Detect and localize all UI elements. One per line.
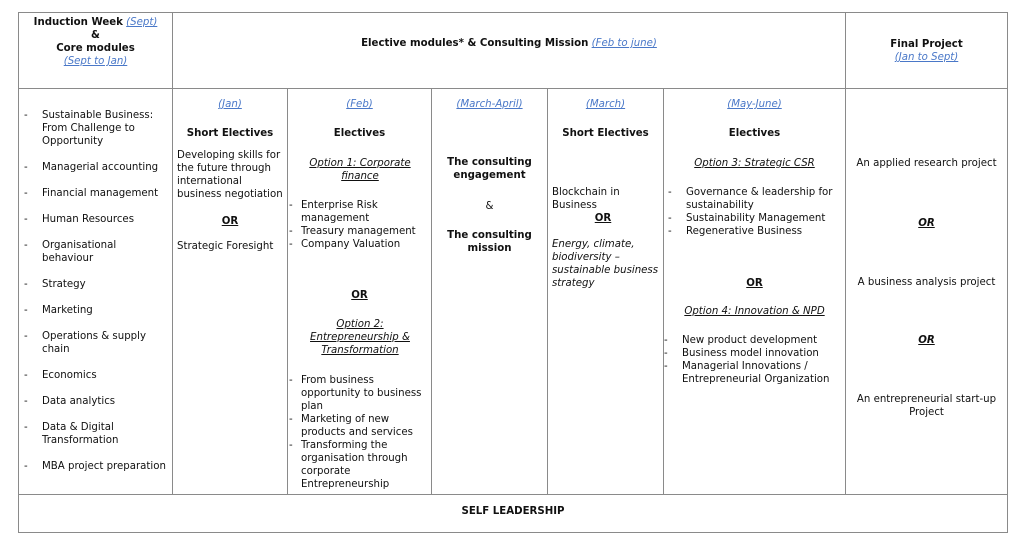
feb-or: OR (351, 290, 368, 301)
list-item: Company Valuation (289, 238, 424, 251)
consulting-mission: The consulting mission (447, 230, 532, 254)
header-elective: Elective modules* & Consulting Mission (… (172, 37, 846, 50)
list-item: Enterprise Risk management (289, 199, 424, 225)
list-item: Economics (20, 369, 170, 382)
final-or-1: OR (918, 218, 935, 229)
feb-option-1: Option 1: Corporate finance (309, 158, 411, 182)
final-period-link[interactable]: (Jan to Sept) (894, 52, 959, 63)
march-april-period[interactable]: (March-April) (456, 99, 523, 110)
core-period-link[interactable]: (Sept to Jan) (63, 56, 128, 67)
induction-period-link[interactable]: (Sept) (126, 17, 158, 28)
header-core: Induction Week (Sept) & Core modules (Se… (18, 16, 173, 68)
list-item: Organisational behaviour (20, 239, 170, 265)
list-item: Governance & leadership for sustainabili… (664, 186, 834, 212)
jan-item-2: Strategic Foresight (177, 241, 274, 252)
jan-item-1: Developing skills for the future through… (177, 150, 283, 200)
march-april-cell (431, 88, 548, 495)
list-item: Data analytics (20, 395, 170, 408)
list-item: From business opportunity to business pl… (289, 374, 429, 413)
consulting-amp: & (485, 201, 494, 212)
feb-title: Electives (333, 128, 386, 139)
jan-or: OR (221, 216, 239, 227)
list-item: Marketing (20, 304, 170, 317)
core-modules-label: Core modules (56, 43, 135, 54)
march-or: OR (594, 213, 612, 224)
induction-week-label: Induction Week (33, 17, 123, 28)
list-item: Transforming the organisation through co… (289, 439, 429, 491)
final-item-1: An applied research project (856, 158, 997, 169)
list-item: New product development (660, 334, 835, 347)
list-item: Data & Digital Transformation (20, 421, 170, 447)
list-item: Managerial accounting (20, 161, 170, 174)
list-item: Business model innovation (660, 347, 835, 360)
feb-option-2: Option 2: Entrepreneurship & Transformat… (310, 319, 410, 356)
list-item: Treasury management (289, 225, 424, 238)
may-june-option-4: Option 4: Innovation & NPD (684, 306, 825, 317)
list-item: Regenerative Business (664, 225, 834, 238)
list-item: Marketing of new products and services (289, 413, 429, 439)
list-item: Operations & supply chain (20, 330, 170, 356)
may-june-cell (663, 88, 846, 495)
jan-period[interactable]: (Jan) (218, 99, 242, 110)
may-june-option-3: Option 3: Strategic CSR (694, 158, 815, 169)
final-title: Final Project (890, 39, 963, 50)
list-item: Sustainable Business: From Challenge to … (20, 109, 170, 148)
header-elective-cell (172, 12, 846, 89)
final-or-2: OR (918, 335, 935, 346)
list-item: Strategy (20, 278, 170, 291)
self-leadership: SELF LEADERSHIP (461, 506, 565, 517)
list-item: Sustainability Management (664, 212, 834, 225)
list-item: Managerial Innovations / Entrepreneurial… (660, 360, 835, 386)
option-4-list: New product development Business model i… (660, 334, 835, 386)
list-item: Financial management (20, 187, 170, 200)
list-item: Human Resources (20, 213, 170, 226)
may-june-period[interactable]: (May-June) (727, 99, 782, 110)
may-june-or: OR (746, 278, 763, 289)
feb-period[interactable]: (Feb) (346, 99, 373, 110)
jan-title: Short Electives (186, 128, 274, 139)
march-period[interactable]: (March) (585, 99, 626, 110)
core-modules-list: Sustainable Business: From Challenge to … (20, 109, 170, 486)
option-3-list: Governance & leadership for sustainabili… (664, 186, 834, 238)
consulting-engagement: The consulting engagement (447, 157, 532, 181)
list-item: MBA project preparation (20, 460, 170, 473)
footer-cell (18, 494, 1008, 533)
final-item-3: An entrepreneurial start-up Project (856, 394, 997, 418)
feb-option-1-list: Enterprise Risk management Treasury mana… (289, 199, 424, 251)
header-final: Final Project (Jan to Sept) (845, 38, 1008, 64)
final-item-2: A business analysis project (857, 277, 996, 288)
march-item-2: Energy, climate, biodiversity – sustaina… (552, 239, 659, 289)
march-title: Short Electives (562, 128, 649, 139)
elective-title: Elective modules* & Consulting Mission (361, 38, 589, 49)
feb-option-2-list: From business opportunity to business pl… (289, 374, 429, 491)
march-cell (547, 88, 664, 495)
elective-period-link[interactable]: (Feb to june) (591, 38, 657, 49)
final-cell (845, 88, 1008, 495)
may-june-title: Electives (728, 128, 781, 139)
march-item-1: Blockchain in Business (552, 187, 620, 211)
amp: & (91, 30, 100, 41)
